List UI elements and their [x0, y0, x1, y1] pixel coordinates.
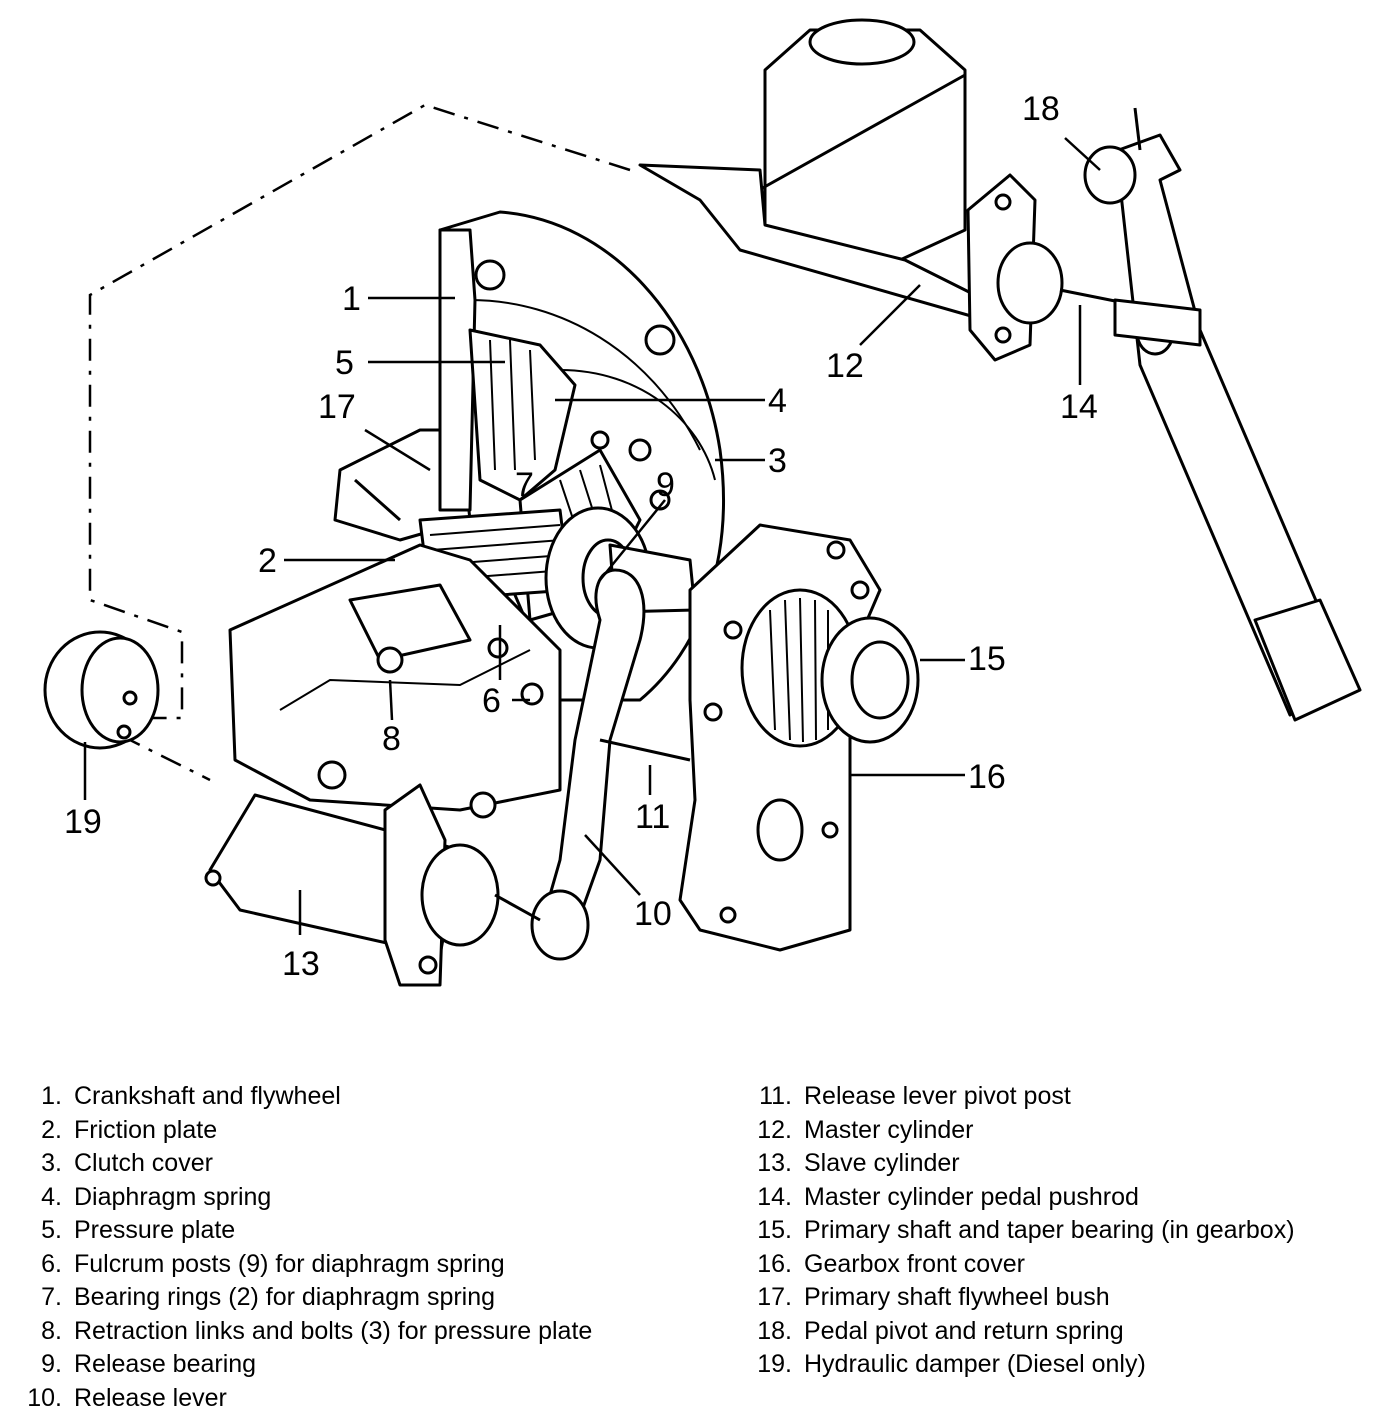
legend-column-left: 1. Crankshaft and flywheel 2. Friction pla…	[10, 1080, 710, 1415]
hydraulic-damper-part	[43, 630, 160, 750]
legend-item: 18. Pedal pivot and return spring	[744, 1315, 1369, 1349]
callout-15: 15	[968, 640, 1006, 678]
legend-text: Release lever pivot post	[804, 1082, 1071, 1110]
legend-text: Master cylinder pedal pushrod	[804, 1182, 1139, 1211]
legend-number: 17.	[757, 1283, 792, 1311]
legend-number: 11.	[759, 1082, 792, 1110]
legend-item: 8. Retraction links and bolts (3) for pre…	[10, 1315, 710, 1349]
crankshaft-part	[333, 228, 477, 542]
legend-text: Primary shaft flywheel bush	[804, 1283, 1110, 1311]
legend-text: Pedal pivot and return spring	[804, 1316, 1124, 1345]
legend-item: 4. Diaphragm spring	[10, 1181, 710, 1215]
legend-text: Retraction links and bolts (3) for press…	[74, 1316, 593, 1345]
callout-4: 4	[768, 382, 787, 420]
legend-text: Diaphragm spring	[74, 1182, 272, 1211]
primary-shaft-bearing-part	[740, 588, 920, 748]
legend-text: Pressure plate	[74, 1216, 236, 1244]
legend-number: 4.	[41, 1182, 62, 1211]
legend-item: 2. Friction plate	[10, 1114, 710, 1148]
callout-11: 11	[635, 798, 670, 836]
legend-item: 7. Bearing rings (2) for diaphragm spring	[10, 1281, 710, 1315]
legend-column-right: 11. Release lever pivot post 12. Master cy…	[744, 1080, 1369, 1382]
legend-text: Friction plate	[74, 1115, 218, 1144]
legend-number: 15.	[757, 1216, 792, 1244]
leader-lines	[83, 137, 1101, 935]
legend-number: 19.	[757, 1350, 792, 1378]
callout-5: 5	[335, 344, 354, 382]
legend-item: 14. Master cylinder pedal pushrod	[744, 1181, 1369, 1215]
callout-3: 3	[768, 442, 787, 480]
legend-item: 16. Gearbox front cover	[744, 1248, 1369, 1282]
callout-18: 18	[1022, 90, 1060, 128]
legend-text: Clutch cover	[74, 1149, 213, 1177]
legend-item: 10. Release lever	[10, 1382, 710, 1416]
legend-item: 19. Hydraulic damper (Diesel only)	[744, 1348, 1369, 1382]
legend-item: 9. Release bearing	[10, 1348, 710, 1382]
callout-19: 19	[64, 803, 102, 841]
legend-text: Release bearing	[74, 1350, 257, 1378]
legend-text: Release lever	[74, 1383, 227, 1412]
legend-item: 13. Slave cylinder	[744, 1147, 1369, 1181]
legend-number: 6.	[41, 1249, 62, 1278]
legend-item: 1. Crankshaft and flywheel	[10, 1080, 710, 1114]
legend-text: Slave cylinder	[804, 1149, 960, 1177]
release-lever-part	[530, 568, 691, 961]
callout-8: 8	[382, 720, 401, 758]
callout-1: 1	[342, 280, 361, 318]
legend-number: 7.	[41, 1283, 62, 1311]
legend-text: Hydraulic damper (Diesel only)	[804, 1350, 1146, 1378]
legend-item: 12. Master cylinder	[744, 1114, 1369, 1148]
callout-14: 14	[1060, 388, 1098, 426]
callout-6: 6	[482, 682, 501, 720]
legend-number: 12.	[757, 1115, 792, 1144]
legend-item: 3. Clutch cover	[10, 1147, 710, 1181]
callout-16: 16	[968, 758, 1006, 796]
clutch-pedal-part	[1083, 107, 1362, 722]
legend-text: Master cylinder	[804, 1115, 974, 1144]
legend-number: 9.	[41, 1350, 62, 1378]
legend-number: 2.	[41, 1115, 62, 1144]
legend-item: 17. Primary shaft flywheel bush	[744, 1281, 1369, 1315]
legend-number: 18.	[757, 1316, 792, 1345]
callout-17: 17	[318, 388, 356, 426]
legend-number: 10.	[27, 1383, 62, 1412]
callout-13: 13	[282, 945, 320, 983]
parts-legend: 1. Crankshaft and flywheel 2. Friction pla…	[0, 1080, 1376, 1416]
legend-text: Gearbox front cover	[804, 1249, 1025, 1278]
slave-cylinder-part	[204, 783, 541, 987]
legend-number: 5.	[41, 1216, 62, 1244]
callout-2: 2	[258, 542, 277, 580]
legend-number: 1.	[41, 1082, 62, 1110]
clutch-assembly-diagram: 1 5 17 4 3 7 9 2 6 8 11 10 13 19 12 14 1…	[43, 18, 1362, 987]
legend-item: 15. Primary shaft and taper bearing (in g…	[744, 1214, 1369, 1248]
legend-number: 8.	[41, 1316, 62, 1345]
legend-item: 11. Release lever pivot post	[744, 1080, 1369, 1114]
callout-10: 10	[634, 895, 672, 933]
callout-7: 7	[515, 466, 534, 504]
callout-12: 12	[826, 347, 864, 385]
legend-number: 16.	[757, 1249, 792, 1278]
legend-text: Primary shaft and taper bearing (in gear…	[804, 1216, 1295, 1244]
legend-item: 5. Pressure plate	[10, 1214, 710, 1248]
legend-number: 3.	[41, 1149, 62, 1177]
legend-text: Bearing rings (2) for diaphragm spring	[74, 1283, 496, 1311]
legend-item: 6. Fulcrum posts (9) for diaphragm spring	[10, 1248, 710, 1282]
housing-cutaway-part	[228, 543, 562, 819]
legend-number: 13.	[757, 1149, 792, 1177]
callout-9: 9	[656, 466, 675, 504]
legend-number: 14.	[757, 1182, 792, 1211]
legend-text: Fulcrum posts (9) for diaphragm spring	[74, 1249, 505, 1278]
legend-text: Crankshaft and flywheel	[74, 1082, 341, 1110]
master-cylinder-part	[638, 18, 1121, 362]
hydraulic-pipe	[88, 103, 631, 782]
